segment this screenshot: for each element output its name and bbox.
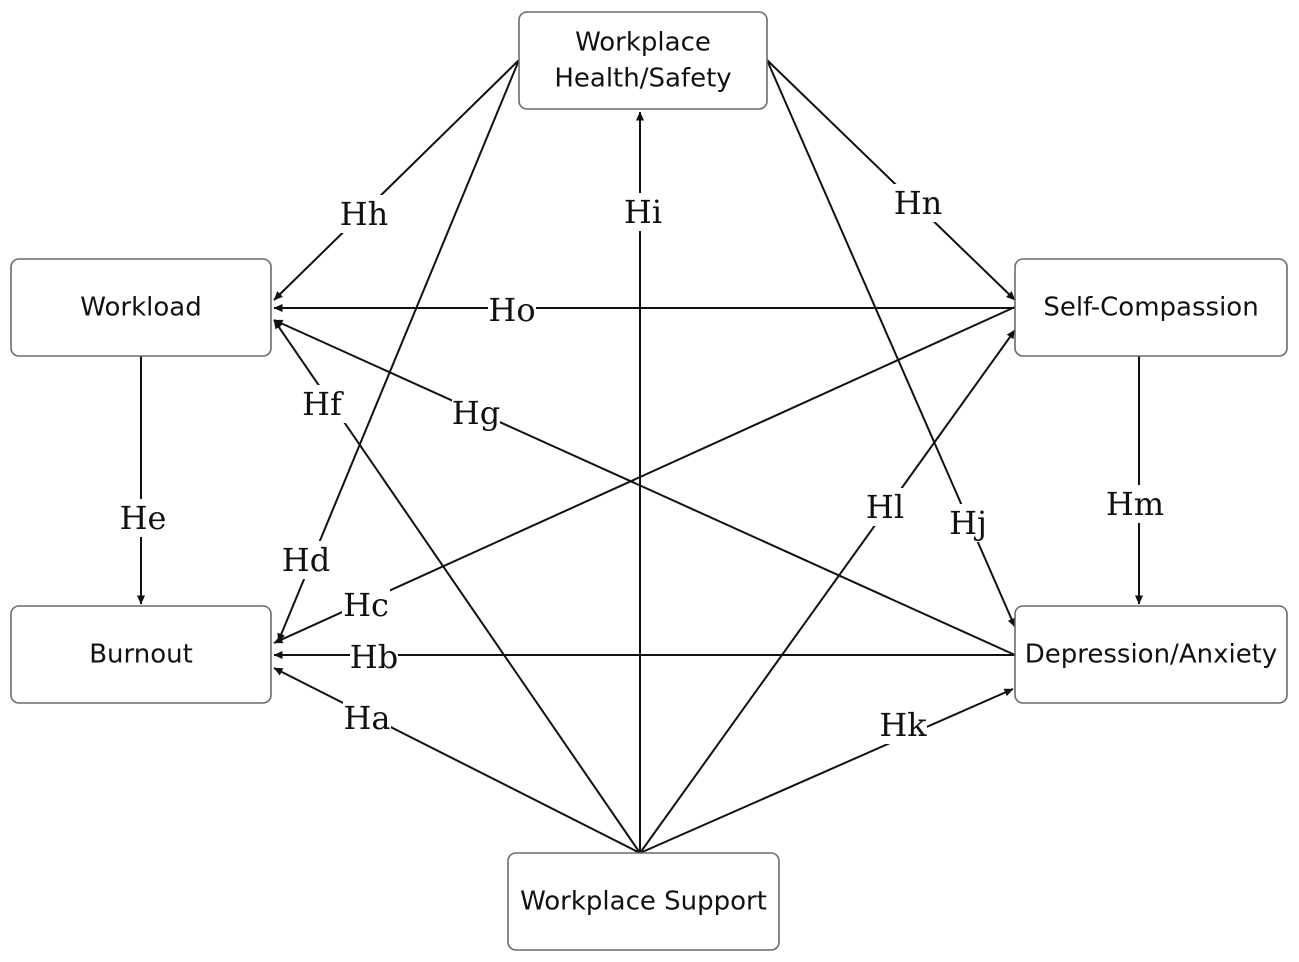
- edge-label-background: [343, 699, 391, 737]
- edge-label-hc: Hc: [343, 586, 389, 624]
- edge-label-group-hj: Hj: [944, 504, 992, 542]
- node-label: Depression/Anxiety: [1025, 640, 1278, 670]
- node-label: Workplace Support: [520, 887, 767, 917]
- edge-label-background: [861, 488, 909, 526]
- node-depression-anxiety: Depression/Anxiety: [1014, 605, 1288, 704]
- node-box: [10, 258, 272, 357]
- node-self-compassion: Self-Compassion: [1014, 258, 1288, 357]
- edge-arrow-hn: [766, 59, 1016, 301]
- edge-label-group-hb: Hb: [350, 638, 398, 676]
- edge-label-group-ha: Ha: [343, 699, 391, 737]
- edge-label-hg: Hg: [452, 394, 500, 432]
- edge-label-hf: Hf: [302, 385, 344, 423]
- edge-label-background: [944, 504, 992, 542]
- edge-label-background: [342, 586, 390, 624]
- node-label: Workload: [80, 293, 201, 323]
- edge-label-hi: Hi: [624, 193, 662, 231]
- edge-label-ha: Ha: [344, 699, 391, 737]
- edge-arrow-hh: [273, 59, 520, 301]
- edge-label-group-hm: Hm: [1106, 485, 1164, 523]
- edge-label-background: [1111, 485, 1159, 523]
- edge-label-group-hg: Hg: [452, 394, 500, 432]
- edge-label-hn: Hn: [894, 184, 943, 222]
- edge-label-group-hi: Hi: [619, 193, 667, 231]
- edge-arrow-hg: [273, 319, 1016, 656]
- edge-label-group-hc: Hc: [342, 586, 390, 624]
- node-support: Workplace Support: [507, 852, 780, 951]
- node-label: Workplace: [575, 28, 711, 58]
- node-label: Health/Safety: [554, 64, 731, 94]
- edge-label-background: [340, 195, 388, 233]
- node-burnout: Burnout: [10, 605, 272, 704]
- edge-label-group-hf: Hf: [298, 385, 346, 423]
- node-label: Burnout: [89, 640, 193, 670]
- edge-label-hm: Hm: [1106, 485, 1164, 523]
- edge-label-group-hd: Hd: [282, 541, 330, 579]
- node-label: Self-Compassion: [1043, 293, 1258, 323]
- edge-label-hh: Hh: [340, 195, 389, 233]
- node-box: [1014, 605, 1288, 704]
- edge-label-hj: Hj: [949, 504, 987, 542]
- edge-label-hk: Hk: [879, 706, 927, 744]
- edge-label-he: He: [120, 499, 167, 537]
- edge-arrow-ha: [273, 667, 641, 854]
- edge-label-background: [119, 499, 167, 537]
- node-box: [518, 11, 768, 110]
- edge-arrow-hc: [273, 306, 1016, 644]
- edge-arrow-hl: [639, 329, 1016, 854]
- edge-label-background: [452, 394, 500, 432]
- edge-label-group-he: He: [119, 499, 167, 537]
- edge-label-hl: Hl: [866, 488, 904, 526]
- node-workload: Workload: [10, 258, 272, 357]
- edge-label-background: [350, 638, 398, 676]
- edge-label-background: [298, 385, 346, 423]
- edge-label-hb: Hb: [350, 638, 398, 676]
- node-box: [507, 852, 780, 951]
- node-box: [1014, 258, 1288, 357]
- edge-label-hd: Hd: [282, 541, 330, 579]
- edge-arrow-hk: [639, 688, 1014, 854]
- edge-label-background: [879, 706, 927, 744]
- edge-label-group-hk: Hk: [879, 706, 927, 744]
- edge-label-background: [488, 291, 536, 329]
- edge-label-group-hn: Hn: [894, 184, 943, 222]
- edge-label-background: [894, 184, 942, 222]
- edge-label-ho: Ho: [488, 291, 535, 329]
- edge-label-group-ho: Ho: [488, 291, 536, 329]
- node-box: [10, 605, 272, 704]
- edge-label-background: [619, 193, 667, 231]
- edge-label-group-hh: Hh: [340, 195, 389, 233]
- edge-label-group-hl: Hl: [861, 488, 909, 526]
- edge-label-background: [282, 541, 330, 579]
